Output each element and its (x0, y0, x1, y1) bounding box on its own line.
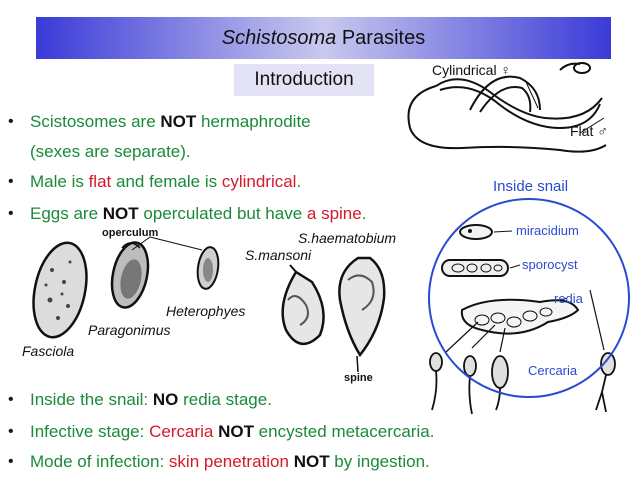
operculum-label: operculum (102, 227, 159, 239)
s-haematobium-egg-illustration (338, 256, 386, 358)
title-banner: Schistosoma Parasites (36, 16, 611, 60)
s-mansoni-label: S.mansoni (245, 247, 312, 263)
heterophyes-label: Heterophyes (166, 303, 246, 319)
cercaria-label: Cercaria (528, 363, 578, 378)
page-title: Schistosoma Parasites (221, 27, 426, 49)
female-label: Cylindrical ♀ (432, 62, 511, 78)
section-label-introduction: Introduction (234, 64, 374, 96)
miracidium-label: miracidium (516, 223, 579, 238)
heterophyes-egg-illustration (196, 246, 220, 290)
snail-section-title: Inside snail (493, 178, 569, 195)
sporocyst-label: sporocyst (522, 257, 578, 272)
fasciola-egg-illustration (32, 241, 88, 339)
s-mansoni-egg-illustration (281, 264, 325, 345)
paragonimus-egg-illustration (110, 241, 150, 309)
male-label: Flat ♂ (570, 123, 608, 139)
paragonimus-label: Paragonimus (88, 322, 171, 338)
fasciola-label: Fasciola (22, 343, 75, 359)
snail-stages-circle (428, 198, 630, 398)
adult-worm-pair-illustration (407, 62, 607, 153)
spine-label: spine (344, 372, 373, 384)
redia-label: redia (554, 291, 583, 306)
s-haematobium-label: S.haematobium (298, 230, 397, 246)
